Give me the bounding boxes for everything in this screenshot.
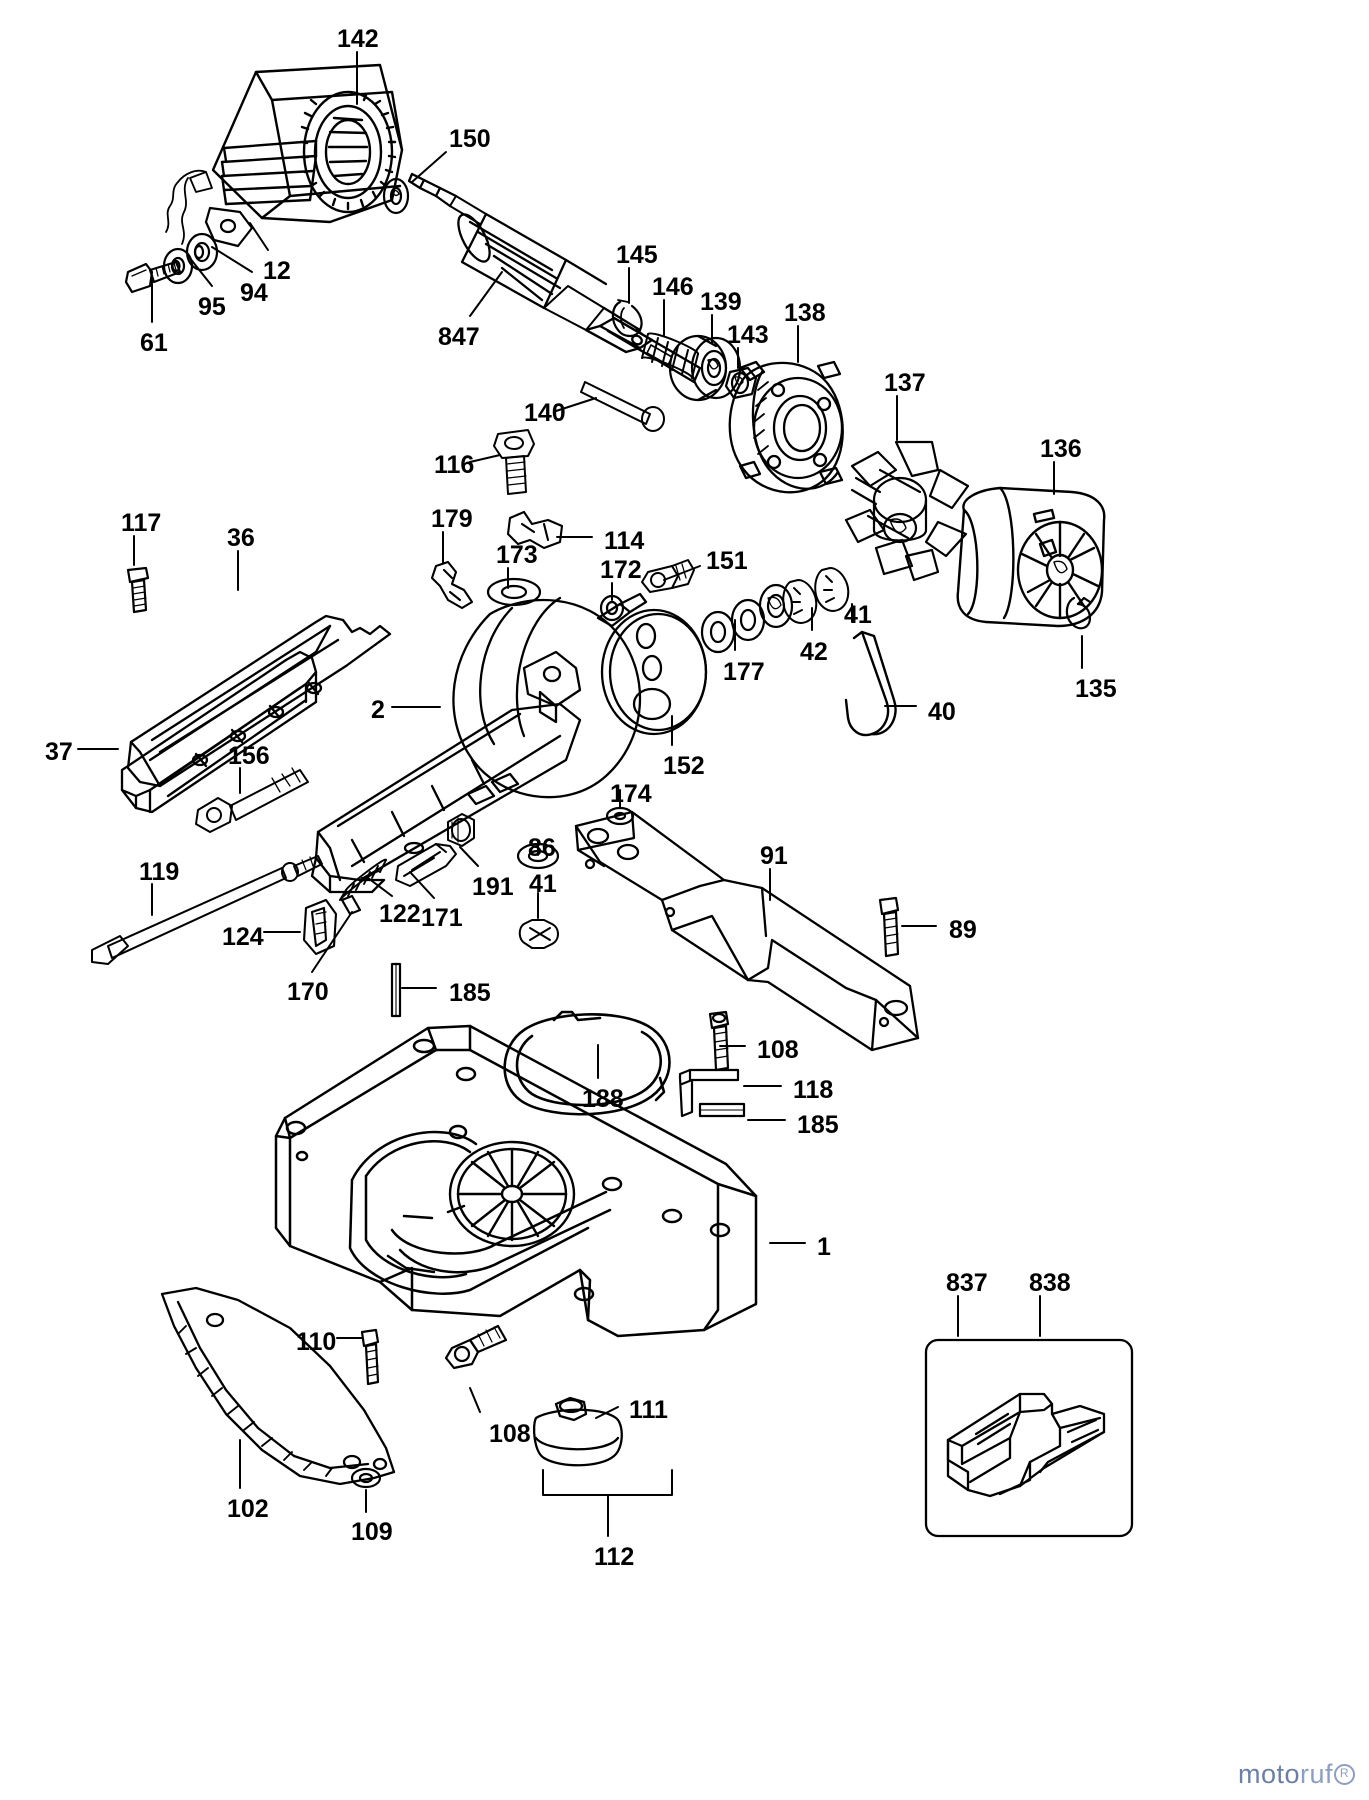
callout-173: 173 (496, 541, 538, 569)
callout-89: 89 (949, 916, 977, 944)
callout-188: 188 (582, 1085, 624, 1113)
callout-118: 118 (793, 1076, 834, 1104)
callout-42: 42 (800, 638, 828, 666)
callout-151: 151 (706, 547, 748, 575)
callout-156: 156 (228, 742, 270, 770)
callout-138: 138 (784, 299, 826, 327)
callout-119: 119 (139, 858, 180, 886)
callout-112: 112 (594, 1543, 635, 1571)
callout-172: 172 (600, 556, 642, 584)
registered-mark-icon: R (1334, 1764, 1355, 1785)
callout-40: 40 (928, 698, 956, 726)
callout-37: 37 (45, 738, 73, 766)
callout-110: 110 (296, 1328, 337, 1356)
callout-837: 837 (946, 1269, 988, 1297)
callout-170: 170 (287, 978, 329, 1006)
callout-86: 86 (528, 834, 556, 862)
callout-140: 140 (524, 399, 566, 427)
callout-102: 102 (227, 1495, 269, 1523)
callout-142: 142 (337, 25, 379, 53)
callout-91: 91 (760, 842, 788, 870)
callout-137: 137 (884, 369, 926, 397)
callout-136: 136 (1040, 435, 1082, 463)
callout-114: 114 (604, 527, 645, 555)
callout-108-lower: 108 (489, 1420, 531, 1448)
callout-122: 122 (379, 900, 421, 928)
callout-41: 41 (844, 601, 872, 629)
callout-150: 150 (449, 125, 491, 153)
callout-177: 177 (723, 658, 765, 686)
callout-111: 111 (629, 1396, 668, 1424)
callout-117: 117 (121, 509, 162, 537)
callout-146: 146 (652, 273, 694, 301)
callout-124: 124 (222, 923, 264, 951)
callout-2: 2 (371, 696, 385, 724)
callout-185: 185 (449, 979, 491, 1007)
watermark-text-primary: moto (1237, 1759, 1300, 1789)
callout-171: 171 (421, 904, 463, 932)
callout-152: 152 (663, 752, 705, 780)
watermark-text-secondary: ruf (1299, 1759, 1333, 1789)
callout-847: 847 (438, 323, 480, 351)
callout-139: 139 (700, 288, 742, 316)
callout-12: 12 (263, 257, 291, 285)
callout-1: 1 (817, 1233, 831, 1261)
callout-94: 94 (240, 279, 268, 307)
callout-185-lower: 185 (797, 1111, 839, 1139)
callout-109: 109 (351, 1518, 393, 1546)
callout-191: 191 (472, 873, 514, 901)
callout-41-lower: 41 (529, 870, 557, 898)
callout-143: 143 (727, 321, 769, 349)
callout-95: 95 (198, 293, 226, 321)
callout-61: 61 (140, 329, 168, 357)
callout-108: 108 (757, 1036, 799, 1064)
callout-179: 179 (431, 505, 473, 533)
callout-36: 36 (227, 524, 255, 552)
callout-174: 174 (610, 780, 652, 808)
callout-116: 116 (434, 451, 475, 479)
callout-838: 838 (1029, 1269, 1071, 1297)
callout-135: 135 (1075, 675, 1117, 703)
callout-145: 145 (616, 241, 658, 269)
